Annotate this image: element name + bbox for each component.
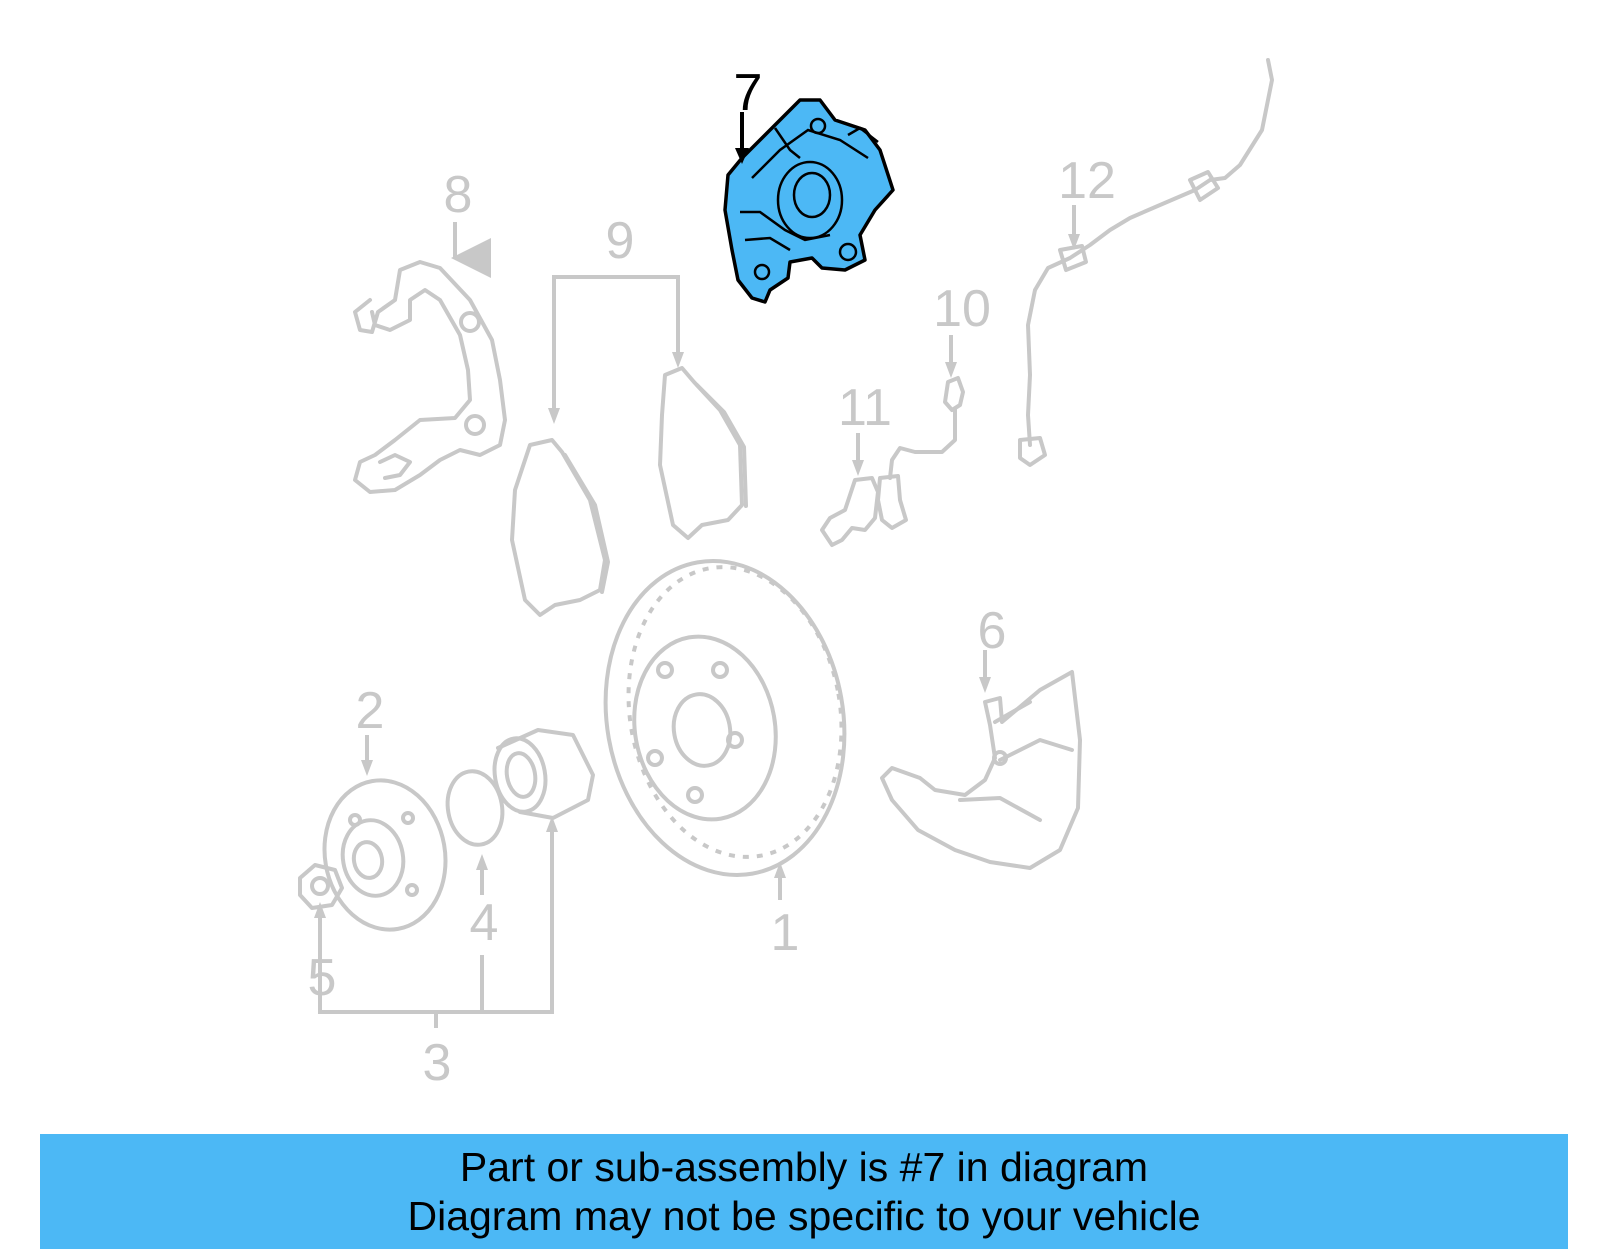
part-12-wear-sensor[interactable] [1018, 58, 1274, 467]
callout-6[interactable]: 6 [978, 602, 1007, 660]
callout-4[interactable]: 4 [470, 894, 499, 952]
banner-line-2: Diagram may not be specific to your vehi… [407, 1192, 1201, 1239]
part-9-brake-pads[interactable] [510, 366, 748, 617]
callout-7-arrowhead [735, 148, 749, 164]
callout-9[interactable]: 9 [606, 212, 635, 270]
callout-8[interactable]: 8 [444, 166, 473, 224]
part-8-caliper-bracket[interactable] [353, 260, 507, 494]
callout-12[interactable]: 12 [1058, 152, 1116, 210]
part-7-brake-caliper[interactable] [723, 98, 895, 304]
callout-1[interactable]: 1 [771, 904, 800, 962]
part-6-splash-shield[interactable] [880, 670, 1082, 870]
part-2-wheel-hub[interactable] [313, 771, 457, 940]
callout-7[interactable]: 7 [734, 64, 763, 122]
callout-5[interactable]: 5 [308, 949, 337, 1007]
part-1-brake-disc[interactable] [581, 542, 868, 894]
callout-11[interactable]: 11 [838, 379, 892, 437]
callout-2[interactable]: 2 [356, 682, 385, 740]
callout-10[interactable]: 10 [933, 280, 991, 338]
part-3-wheel-bearing[interactable] [489, 728, 595, 820]
part-11-bleeder-fitting[interactable] [820, 476, 880, 547]
part-5-hub-nut[interactable] [298, 863, 344, 910]
part-4-snap-ring[interactable] [442, 767, 508, 849]
info-banner: Part or sub-assembly is #7 in diagram Di… [40, 1134, 1568, 1249]
leader-lines [314, 112, 1080, 1028]
banner-line-1: Part or sub-assembly is #7 in diagram [459, 1143, 1149, 1190]
callout-numbers: 7 8 9 12 10 11 6 2 1 4 5 3 [308, 64, 1116, 1092]
callout-3[interactable]: 3 [423, 1034, 452, 1092]
